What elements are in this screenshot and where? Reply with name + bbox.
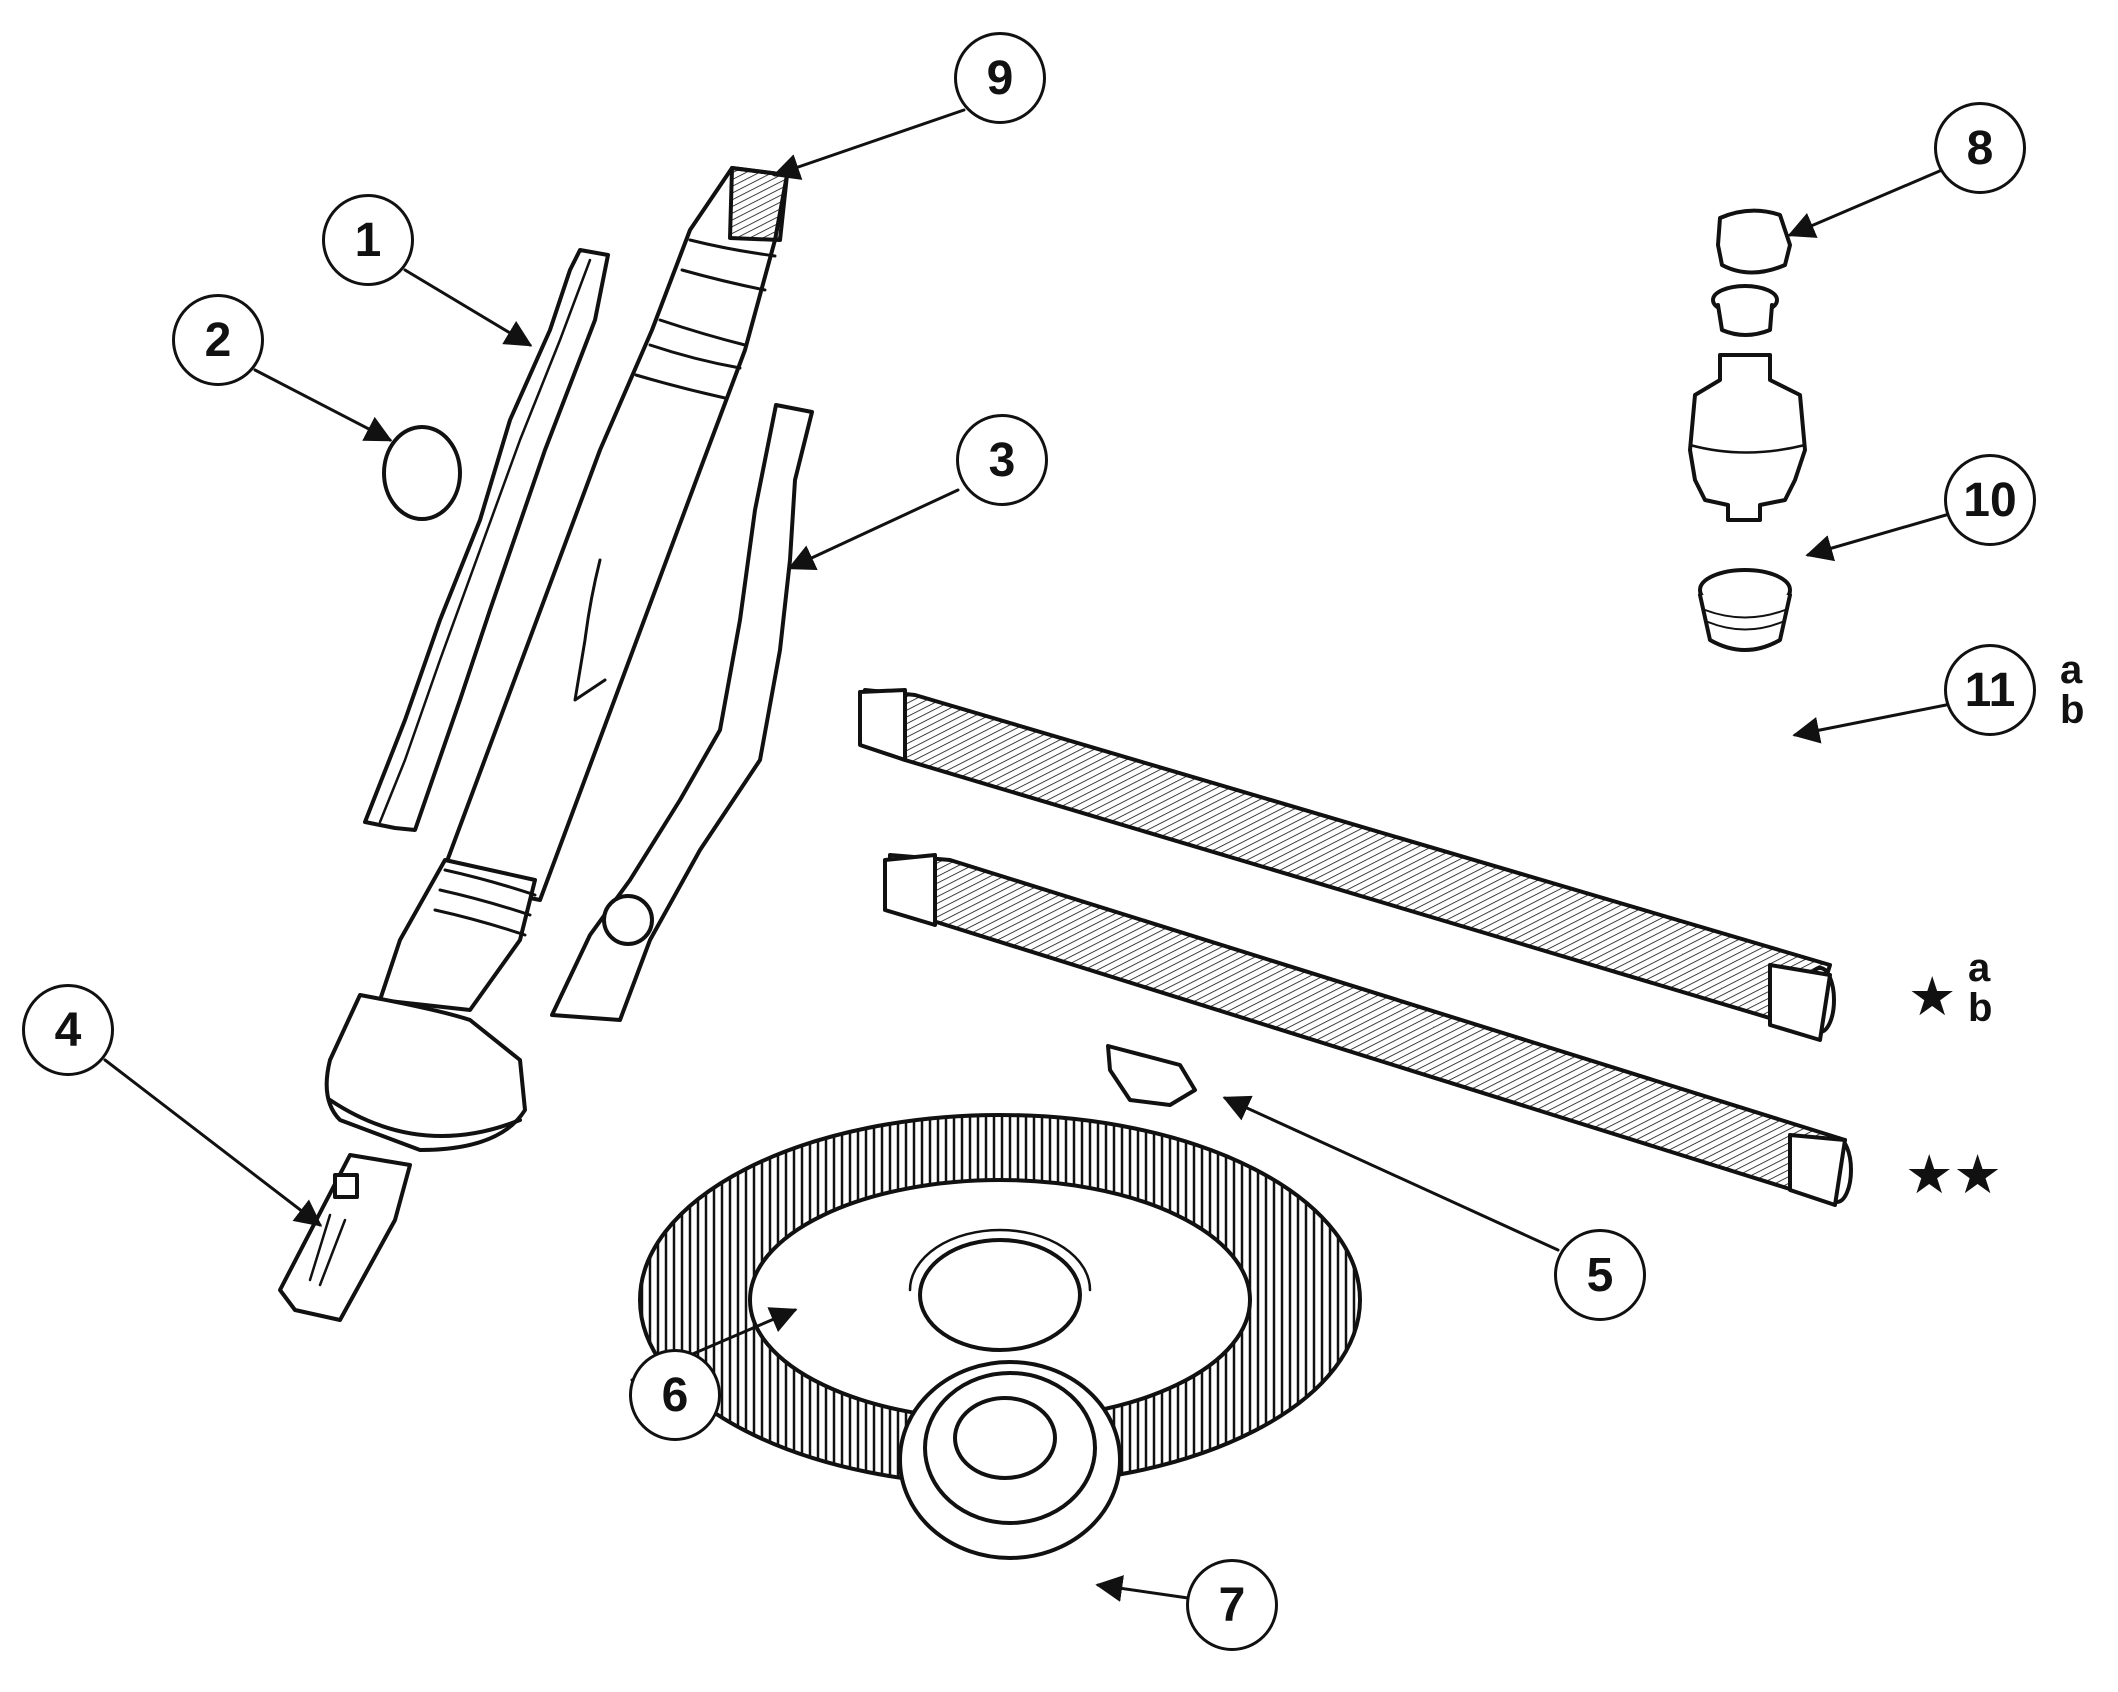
callout-11: 11 — [1944, 644, 2036, 736]
callout-10: 10 — [1944, 454, 2036, 546]
suffix-11-a: a — [2060, 648, 2083, 692]
main-body-tube — [324, 166, 789, 1152]
foot-pad — [278, 1153, 412, 1322]
skirt-disc — [638, 1113, 1362, 1487]
suffix-hose-1: a b — [1968, 948, 1992, 1028]
top-cap — [1716, 208, 1792, 275]
right-strip — [550, 403, 814, 1022]
callout-1: 1 — [322, 194, 414, 286]
inner-cap — [1711, 284, 1779, 337]
suffix-11-b: b — [2060, 688, 2085, 732]
leader-lines — [103, 108, 1948, 1602]
star-icon-double: ★★ — [1905, 1145, 2002, 1205]
regulator-valve — [1688, 353, 1807, 522]
left-strip — [363, 248, 610, 832]
callout-2: 2 — [172, 294, 264, 386]
flap — [1106, 1044, 1197, 1107]
o-ring — [382, 425, 462, 521]
callout-3: 3 — [956, 414, 1048, 506]
hose-a — [858, 688, 1836, 1042]
hose-b — [883, 853, 1853, 1207]
star-icon-single: ★ — [1908, 967, 1957, 1027]
callout-9: 9 — [954, 32, 1046, 124]
callout-5: 5 — [1554, 1229, 1646, 1321]
washer — [898, 1360, 1122, 1560]
callout-8: 8 — [1934, 102, 2026, 194]
threaded-adapter — [1698, 568, 1792, 652]
suffix-hose-a: a — [1968, 946, 1991, 990]
callout-7: 7 — [1186, 1559, 1278, 1651]
callout-6: 6 — [629, 1349, 721, 1441]
callout-4: 4 — [22, 984, 114, 1076]
suffix-11: a b — [2060, 650, 2084, 730]
suffix-hose-b: b — [1968, 986, 1993, 1030]
